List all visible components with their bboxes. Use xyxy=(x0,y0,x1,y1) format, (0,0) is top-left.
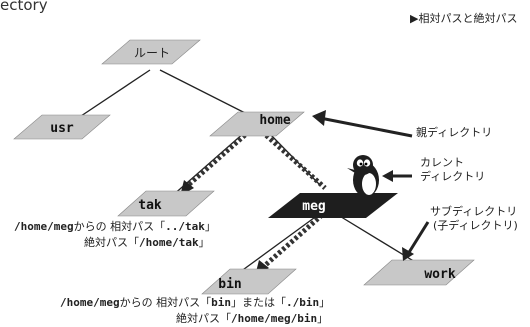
label-sub-dir-1: サブディレクトリ xyxy=(430,204,517,218)
caption-bin-relative-path: bin xyxy=(211,296,231,309)
edge-root-home xyxy=(159,69,256,119)
arrow-sub-dir xyxy=(406,221,430,255)
label-current-dir-1: カレント xyxy=(420,156,464,169)
arrow-parent-dir xyxy=(319,116,413,138)
penguin-icon xyxy=(347,155,379,199)
edge-meg-bin xyxy=(239,214,319,273)
node-tile-bin xyxy=(201,268,297,295)
dashed-meg-to-bin xyxy=(260,213,324,270)
caption-bin-relative: /home/megからの 相対パス「bin」または「./bin」 xyxy=(60,296,330,309)
caption-tak-absolute-prefix: 絶対パス「 xyxy=(84,236,139,249)
caption-tak-absolute-path: /home/tak xyxy=(139,236,199,249)
label-current-dir-2: ディレクトリ xyxy=(420,169,485,183)
label-parent-dir: 親ディレクトリ xyxy=(416,125,492,139)
header-fragment: ectory xyxy=(0,0,48,14)
caption-bin-from-text: からの 相対パス「 xyxy=(119,296,212,309)
caption-tak-from-path: /home/meg xyxy=(14,220,74,233)
caption-tak-relative-path: ../tak xyxy=(165,220,205,233)
caption-bin-absolute: 絶対パス「/home/meg/bin」 xyxy=(176,312,328,325)
caption-tak-close: 」 xyxy=(204,220,216,233)
caption-tak-relative: /home/megからの 相対パス「../tak」 xyxy=(14,220,216,233)
caption-bin-from-path: /home/meg xyxy=(60,296,120,309)
dashed-meg-to-home xyxy=(256,126,327,190)
caption-bin-relative-path-alt: ./bin xyxy=(285,296,320,309)
caption-tak-from-text: からの 相対パス「 xyxy=(73,220,166,233)
caption-bin-absolute-close: 」 xyxy=(317,312,329,325)
caption-tak-absolute: 絶対パス「/home/tak」 xyxy=(84,236,210,249)
caption-bin-mid-text: 」または「 xyxy=(230,296,286,309)
edge-root-usr xyxy=(74,69,151,121)
node-label-usr: usr xyxy=(50,121,74,136)
node-label-root: ルート xyxy=(134,46,170,60)
node-label-bin: bin xyxy=(218,277,241,292)
node-tile-work xyxy=(363,259,475,286)
section-title: ▶相対パスと絶対パス xyxy=(410,12,518,25)
node-tile-tak xyxy=(117,190,215,217)
node-tile-usr xyxy=(13,114,111,140)
edge-meg-work xyxy=(337,214,426,269)
node-tile-home xyxy=(209,111,305,137)
node-label-work: work xyxy=(424,267,455,282)
label-sub-dir-2: (子ディレクトリ) xyxy=(433,218,518,232)
node-tile-meg xyxy=(268,193,398,218)
caption-bin-close: 」 xyxy=(319,296,331,309)
caption-bin-absolute-prefix: 絶対パス「 xyxy=(176,312,231,325)
node-label-tak: tak xyxy=(138,198,162,213)
caption-bin-absolute-path: /home/meg/bin xyxy=(231,312,318,325)
dashed-home-to-tak xyxy=(184,133,247,189)
node-tile-root xyxy=(101,39,201,65)
node-label-home: home xyxy=(259,113,290,128)
caption-tak-absolute-close: 」 xyxy=(198,236,210,249)
node-label-meg: meg xyxy=(302,199,325,214)
